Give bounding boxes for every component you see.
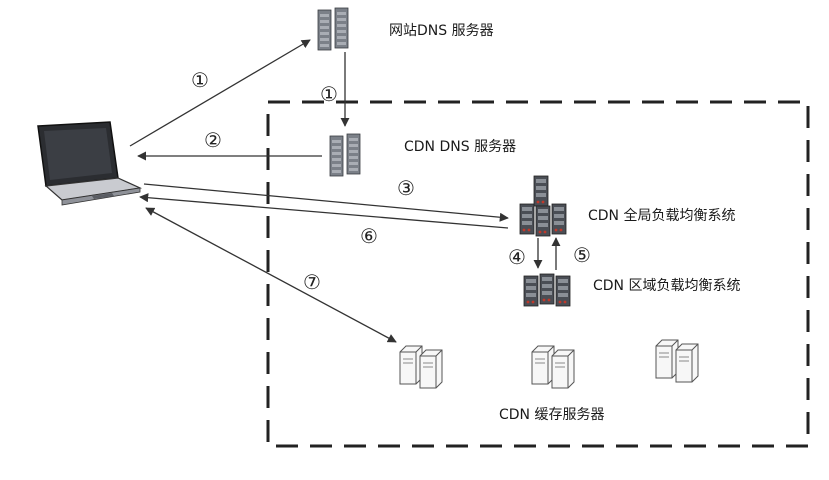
- global-lb-label: CDN 全局负载均衡系统: [588, 208, 736, 224]
- regional-lb-server-icon: [523, 273, 571, 307]
- step-label-1: ①: [191, 68, 209, 92]
- global-lb-server-icon: [519, 175, 567, 237]
- cache-server-label: CDN 缓存服务器: [499, 407, 605, 423]
- step-label-1-dns: ①: [320, 82, 338, 106]
- step-label-4: ④: [508, 245, 526, 269]
- site-dns-label: 网站DNS 服务器: [389, 23, 494, 39]
- regional-lb-label: CDN 区域负载均衡系统: [593, 278, 741, 294]
- cache-server-icon: [655, 339, 699, 383]
- step-label-5: ⑤: [573, 243, 591, 267]
- cdn-dns-label: CDN DNS 服务器: [404, 139, 517, 155]
- arrow-step1-to-site-dns: [129, 39, 311, 147]
- site-dns-server-icon: [317, 7, 349, 51]
- step-label-7: ⑦: [303, 270, 321, 294]
- cache-server-icon: [399, 345, 443, 389]
- arrow-step7-client-cache: [145, 207, 397, 343]
- cache-server-icon: [531, 345, 575, 389]
- step-label-3: ③: [397, 176, 415, 200]
- laptop-icon: [37, 121, 143, 206]
- step-label-2: ②: [204, 128, 222, 152]
- step-label-6: ⑥: [360, 224, 378, 248]
- arrow-step3-to-global-lb: [143, 183, 509, 222]
- cdn-dns-server-icon: [329, 133, 361, 177]
